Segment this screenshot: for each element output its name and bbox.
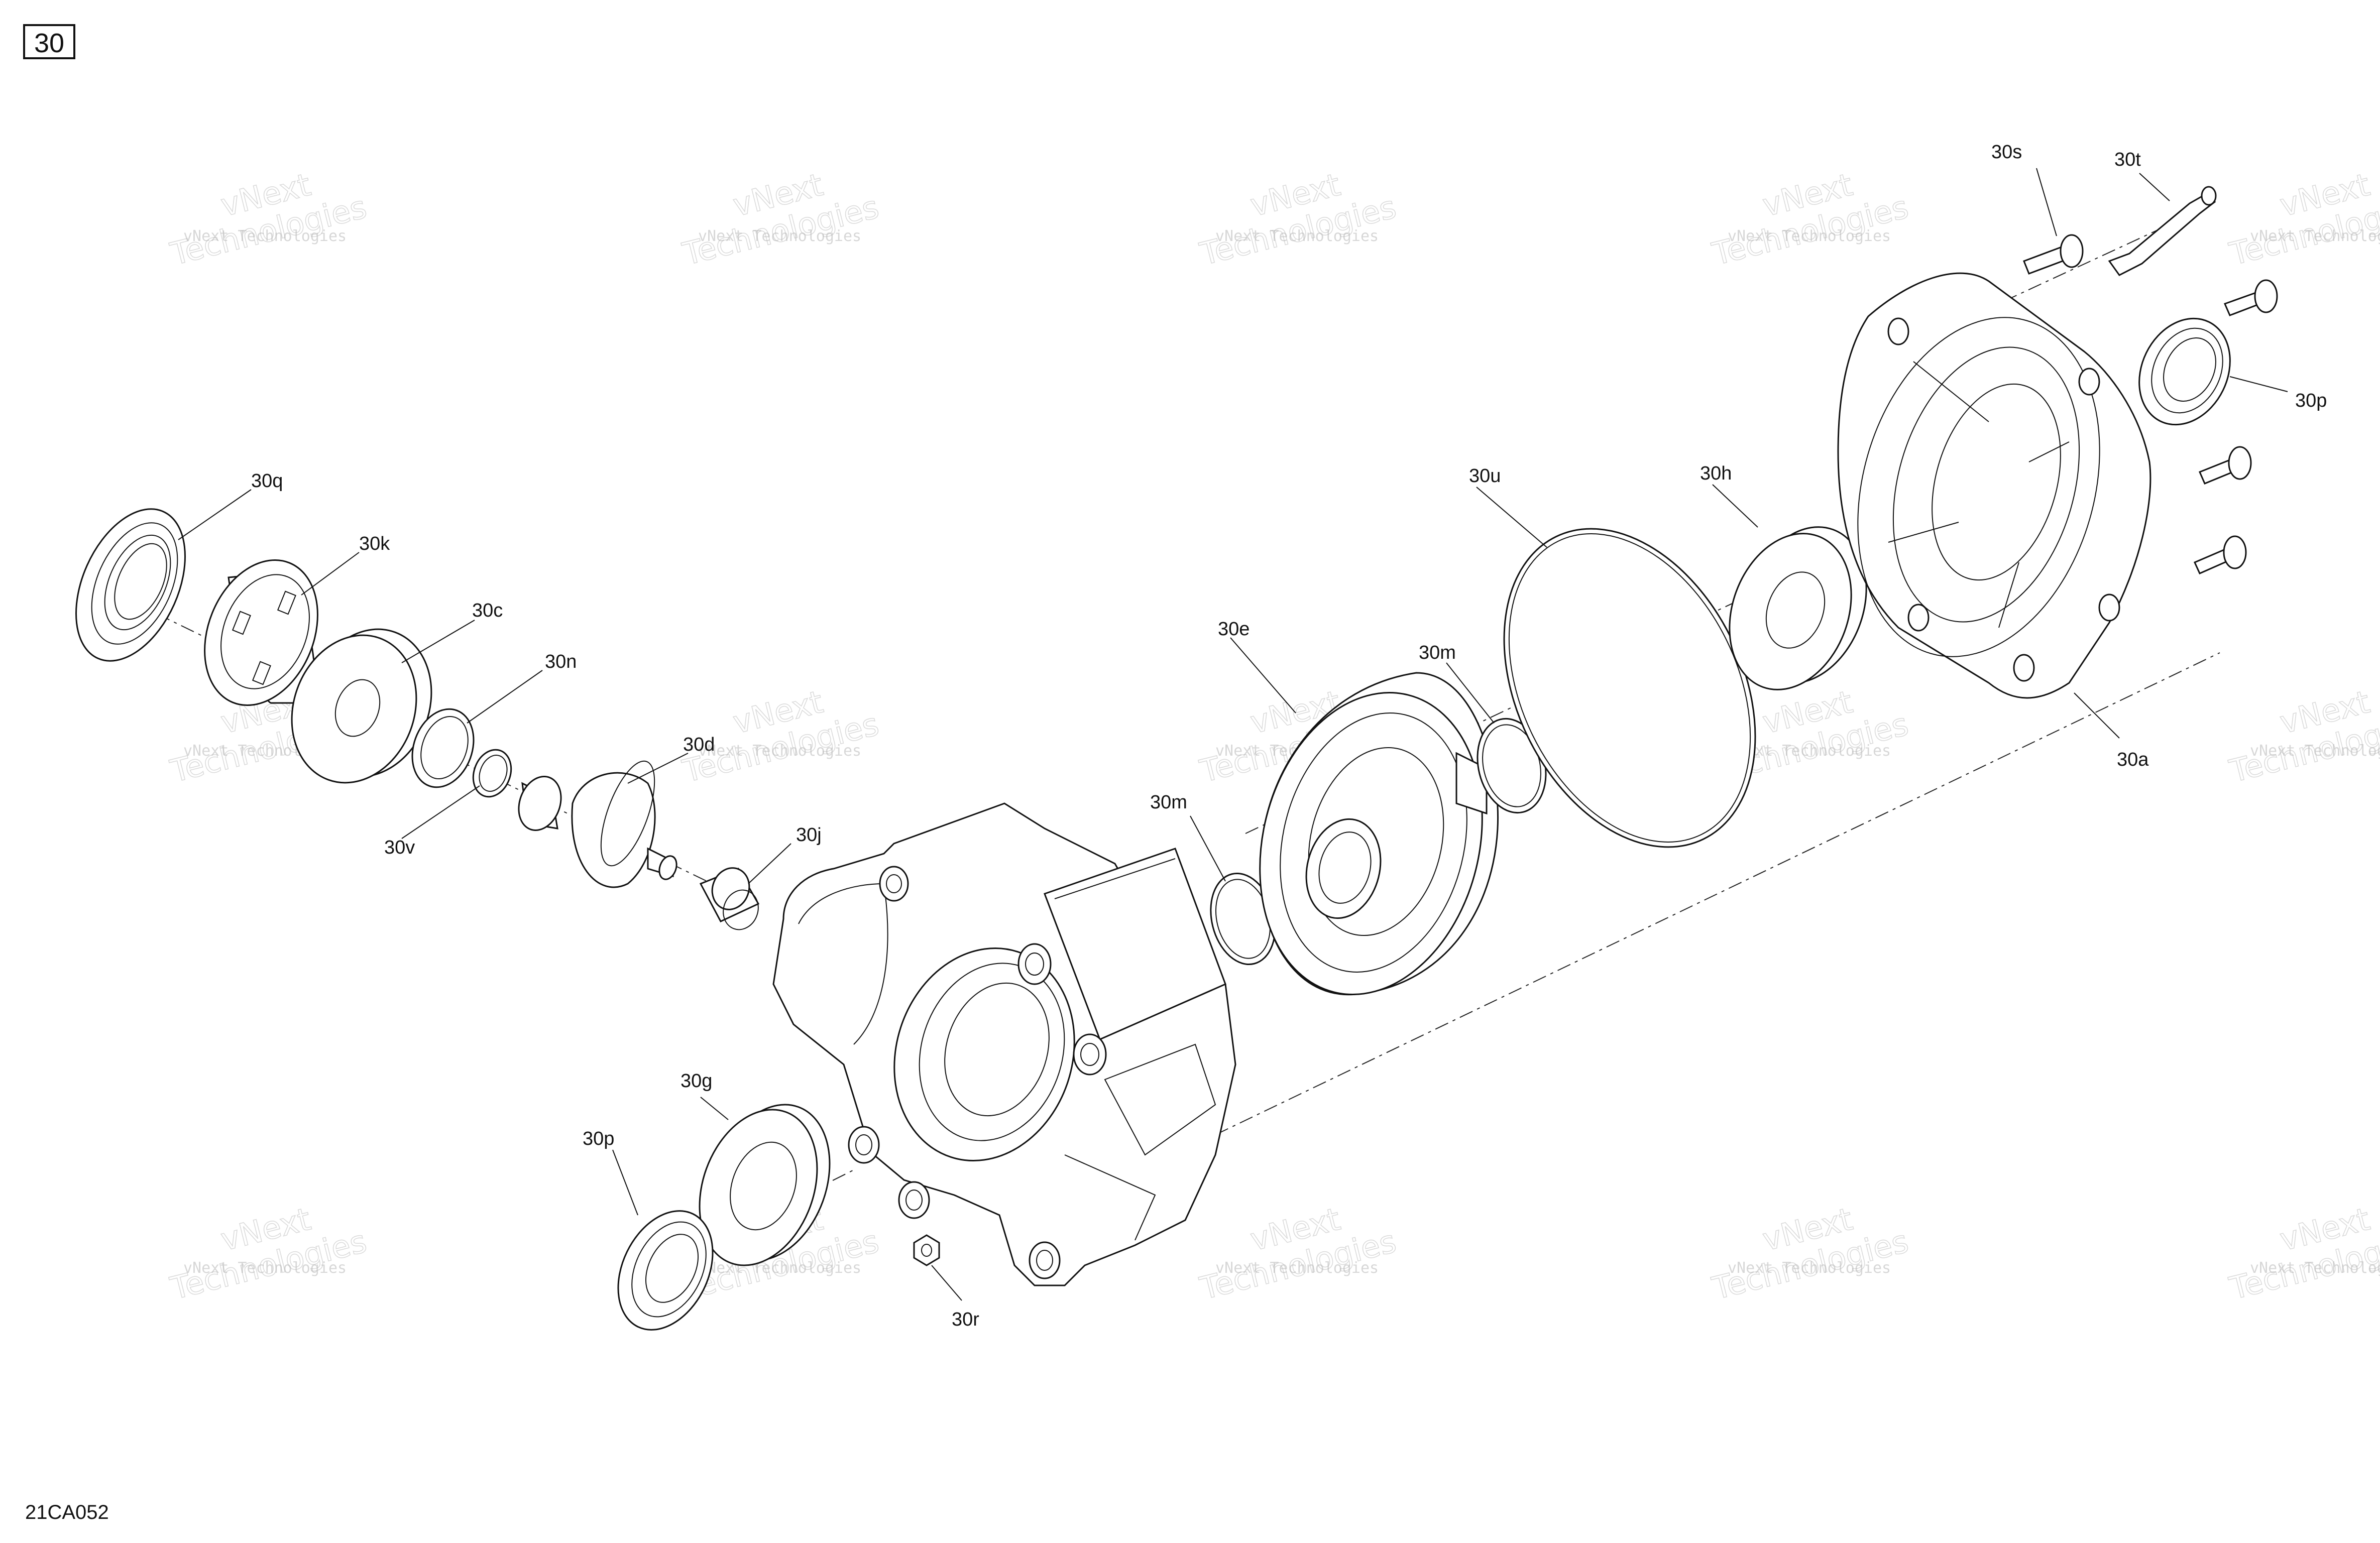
watermark: vNext Technologies xyxy=(678,166,883,273)
bolt xyxy=(2223,279,2278,316)
part-30e-ring-gear xyxy=(1259,672,1499,996)
callout-30p-top: 30p xyxy=(2295,390,2327,411)
watermark-small: vNext Technologies xyxy=(2250,742,2380,760)
drawing-code: 21CA052 xyxy=(25,1501,109,1523)
part-30g-bearing xyxy=(699,1104,831,1266)
part-30a-cover xyxy=(1837,272,2151,699)
part-30n-shim xyxy=(411,708,475,788)
callout-30h: 30h xyxy=(1700,463,1732,484)
watermark: vNext Technologies xyxy=(2225,166,2380,273)
callout-30p-bottom: 30p xyxy=(583,1128,614,1149)
callout-30m-right: 30m xyxy=(1419,642,1456,663)
callout-30k: 30k xyxy=(359,533,390,554)
part-30d-pinion-shaft xyxy=(518,760,677,888)
watermark: vNext Technologies xyxy=(1196,166,1400,273)
callout-30j: 30j xyxy=(796,824,822,846)
part-30h-bearing xyxy=(1729,526,1867,690)
callout-30d: 30d xyxy=(683,734,715,755)
watermark: vNext Technologies xyxy=(2225,1200,2380,1307)
watermark: vNext Technologies xyxy=(2225,683,2380,790)
part-30c-washer xyxy=(291,628,432,784)
watermark-small: vNext Technologies xyxy=(2250,227,2380,245)
watermark: vNext Technologies xyxy=(1708,166,1912,273)
callout-30q: 30q xyxy=(251,470,283,492)
watermark: vNext Technologies xyxy=(166,1200,371,1307)
leader-lines xyxy=(178,168,2288,1301)
part-main-housing xyxy=(772,802,1236,1286)
part-30v-circlip xyxy=(472,749,512,798)
watermark: vNext Technologies xyxy=(1708,1200,1912,1307)
watermark-small: vNext Technologies xyxy=(2250,1259,2380,1277)
lower-axis xyxy=(1215,652,2220,1135)
part-30u-large-o-ring xyxy=(1503,528,1756,848)
watermark: vNext Technologies xyxy=(1196,1200,1400,1307)
callout-30g: 30g xyxy=(681,1071,712,1092)
bolt xyxy=(2199,446,2252,485)
bolt-axis xyxy=(2003,205,2210,302)
watermark-small: vNext Technologies xyxy=(183,1259,347,1277)
part-30s-bolts xyxy=(2023,234,2278,574)
watermark-small: vNext Technologies xyxy=(1728,1259,1891,1277)
watermark-small: vNext Technologies xyxy=(1728,227,1891,245)
part-30k-bearing xyxy=(204,559,318,706)
bolt xyxy=(2023,234,2084,275)
watermark-small: vNext Technologies xyxy=(1215,227,1379,245)
part-30q-seal xyxy=(75,508,186,662)
callout-30e: 30e xyxy=(1218,619,1250,640)
part-30p-seal-bottom xyxy=(617,1210,714,1331)
part-30p-seal-top xyxy=(2138,317,2231,426)
watermark-small: vNext Technologies xyxy=(183,227,347,245)
callout-30m-left: 30m xyxy=(1150,792,1187,813)
callout-30t: 30t xyxy=(2114,149,2141,170)
callout-30a: 30a xyxy=(2117,749,2149,770)
callout-30c: 30c xyxy=(472,600,503,621)
callout-30u: 30u xyxy=(1469,465,1501,487)
watermark-small: vNext Technologies xyxy=(698,742,861,760)
part-30j-bushing xyxy=(699,867,760,930)
callout-30v: 30v xyxy=(384,837,415,858)
watermark: vNext Technologies xyxy=(678,683,883,790)
part-30t-breather-tube xyxy=(2108,186,2217,276)
section-badge: 30 xyxy=(23,24,75,59)
section-number: 30 xyxy=(34,28,64,58)
callout-30r: 30r xyxy=(952,1309,979,1330)
watermark-small: vNext Technologies xyxy=(698,227,861,245)
watermark-small: vNext Technologies xyxy=(1215,1259,1379,1277)
callout-30n: 30n xyxy=(545,651,577,672)
callout-30s: 30s xyxy=(1991,142,2022,163)
bolt xyxy=(2194,535,2247,574)
callout-labels: 30q 30k 30c 30n 30v 30d 30j 30m 30e 30m … xyxy=(251,142,2327,1330)
watermark-small: vNext Technologies xyxy=(698,1259,861,1277)
watermark: vNext Technologies xyxy=(166,166,371,273)
part-30r-nut xyxy=(913,1234,940,1266)
